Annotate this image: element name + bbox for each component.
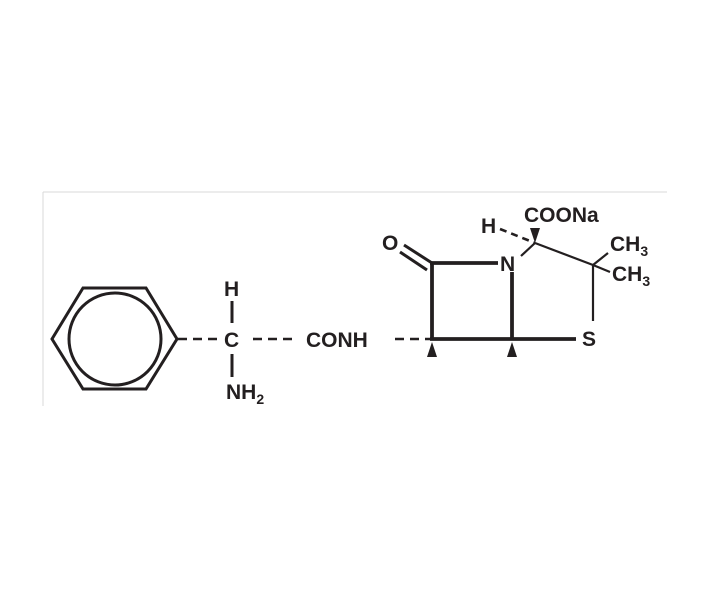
c3-c2-bond <box>534 241 594 267</box>
beta-lactam-ring: O N <box>382 232 576 357</box>
c2-methyl1-bond <box>592 252 609 266</box>
methyl2-label: CH3 <box>612 263 650 289</box>
c6-stereo-wedge <box>427 342 437 357</box>
thiazolidine-ring: H COONa CH3 CH3 S <box>481 204 650 351</box>
carboxylate-label: COONa <box>524 204 599 227</box>
benzene-ring <box>50 286 179 391</box>
n-c3-bond <box>520 242 536 257</box>
alpha-carbon-group: H C NH2 <box>224 278 264 407</box>
carbonyl-o-label: O <box>382 232 398 255</box>
alpha-h-label: H <box>224 278 239 301</box>
methyl1-label: CH3 <box>610 233 648 259</box>
c2-methyl2-bond <box>592 263 611 274</box>
ring-n-label: N <box>500 253 515 276</box>
carbonyl-bond-2 <box>399 250 428 272</box>
amide-label: CONH <box>306 329 368 352</box>
carbonyl-bond-1 <box>403 243 433 265</box>
c3-h-label: H <box>481 215 496 238</box>
c5-stereo-wedge <box>507 342 517 357</box>
benzene-hexagon <box>50 286 179 391</box>
c3-h-bond <box>499 227 536 245</box>
c3-stereo-wedge <box>530 228 540 243</box>
alpha-c-label: C <box>224 329 239 352</box>
benzene-aromatic-circle <box>67 291 163 387</box>
amine-label: NH2 <box>226 381 264 407</box>
sulfur-label: S <box>582 328 596 351</box>
